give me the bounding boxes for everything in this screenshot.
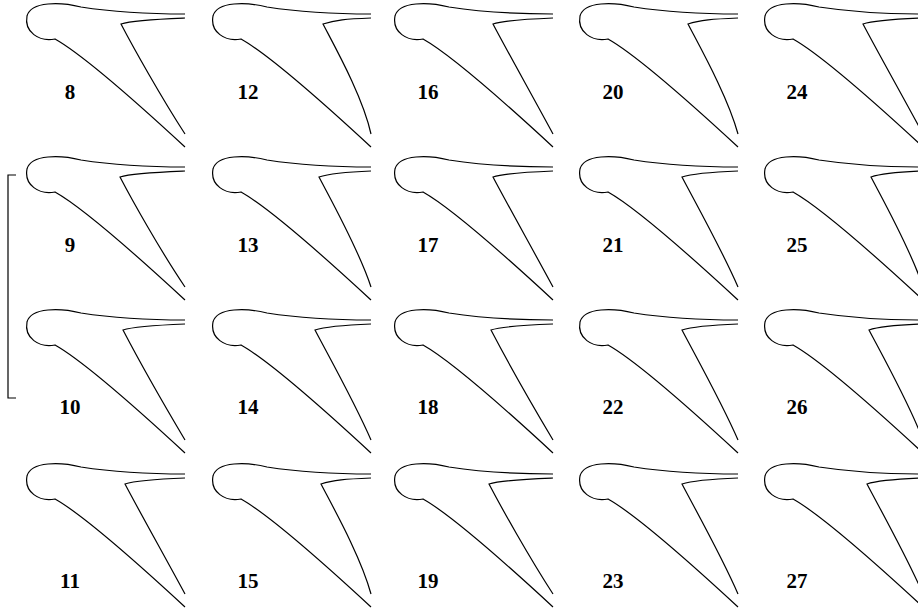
figure-number: 23 bbox=[603, 571, 624, 592]
inner-outline bbox=[493, 171, 553, 287]
outer-outline bbox=[580, 310, 738, 453]
outline-drawing bbox=[765, 4, 918, 147]
figure-number: 24 bbox=[787, 82, 808, 103]
outline-drawing bbox=[580, 4, 738, 147]
outline-drawing bbox=[580, 464, 738, 607]
inner-outline bbox=[682, 324, 738, 440]
inner-outline bbox=[120, 171, 185, 287]
inner-outline bbox=[682, 478, 738, 594]
outline-drawing bbox=[765, 464, 918, 607]
outer-outline bbox=[395, 4, 553, 147]
figure-number: 26 bbox=[787, 397, 808, 418]
figure-number: 8 bbox=[65, 82, 76, 103]
outer-outline bbox=[27, 157, 185, 300]
outline-drawing bbox=[27, 310, 185, 453]
figure-number: 14 bbox=[238, 397, 259, 418]
figure-number: 15 bbox=[238, 571, 259, 592]
inner-outline bbox=[867, 478, 918, 594]
inner-outline bbox=[123, 324, 185, 440]
inner-outline bbox=[321, 478, 371, 594]
figure-number: 12 bbox=[238, 82, 259, 103]
inner-outline bbox=[489, 478, 553, 594]
inner-outline bbox=[682, 171, 738, 287]
outer-outline bbox=[395, 464, 553, 607]
inner-outline bbox=[323, 18, 371, 134]
outer-outline bbox=[27, 310, 185, 453]
inner-outline bbox=[493, 18, 553, 134]
outer-outline bbox=[213, 310, 371, 453]
figure-number: 9 bbox=[65, 235, 76, 256]
outline-drawing bbox=[213, 464, 371, 607]
outer-outline bbox=[213, 464, 371, 607]
inner-outline bbox=[491, 324, 553, 440]
outline-drawing bbox=[27, 4, 185, 147]
outer-outline bbox=[765, 464, 918, 607]
figure-number: 18 bbox=[418, 397, 439, 418]
inner-outline bbox=[315, 324, 371, 440]
outline-drawing bbox=[395, 157, 553, 300]
figure-number: 19 bbox=[418, 571, 439, 592]
figure-number: 11 bbox=[60, 571, 80, 592]
figure-number: 21 bbox=[603, 235, 624, 256]
outer-outline bbox=[580, 464, 738, 607]
figure-number: 17 bbox=[418, 235, 439, 256]
outer-outline bbox=[395, 157, 553, 300]
outline-drawing bbox=[27, 157, 185, 300]
inner-outline bbox=[125, 478, 185, 594]
inner-outline bbox=[688, 18, 738, 134]
inner-outline bbox=[871, 171, 918, 287]
inner-outline bbox=[121, 18, 185, 134]
figure-number: 16 bbox=[418, 82, 439, 103]
figure-number: 13 bbox=[238, 235, 259, 256]
outline-drawing bbox=[580, 310, 738, 453]
outer-outline bbox=[765, 157, 918, 300]
outer-outline bbox=[213, 4, 371, 147]
outer-outline bbox=[213, 157, 371, 300]
figure-number: 20 bbox=[603, 82, 624, 103]
outer-outline bbox=[27, 464, 185, 607]
outer-outline bbox=[395, 310, 553, 453]
outline-drawing bbox=[213, 310, 371, 453]
outer-outline bbox=[27, 4, 185, 147]
outline-drawing bbox=[213, 157, 371, 300]
scale-bracket bbox=[8, 175, 16, 398]
inner-outline bbox=[863, 18, 918, 134]
outline-drawing bbox=[765, 157, 918, 300]
inner-outline bbox=[869, 324, 918, 440]
outer-outline bbox=[765, 4, 918, 147]
outer-outline bbox=[580, 4, 738, 147]
figure-number: 10 bbox=[60, 397, 81, 418]
outline-drawing bbox=[27, 464, 185, 607]
outline-drawing bbox=[395, 464, 553, 607]
inner-outline bbox=[319, 171, 371, 287]
outline-drawing bbox=[765, 310, 918, 453]
figure-number: 27 bbox=[787, 571, 808, 592]
outline-drawing bbox=[580, 157, 738, 300]
figure-number: 22 bbox=[603, 397, 624, 418]
outer-outline bbox=[765, 310, 918, 453]
figure-number: 25 bbox=[787, 235, 808, 256]
outline-drawing bbox=[395, 310, 553, 453]
outline-drawing bbox=[395, 4, 553, 147]
outer-outline bbox=[580, 157, 738, 300]
outline-drawing bbox=[213, 4, 371, 147]
